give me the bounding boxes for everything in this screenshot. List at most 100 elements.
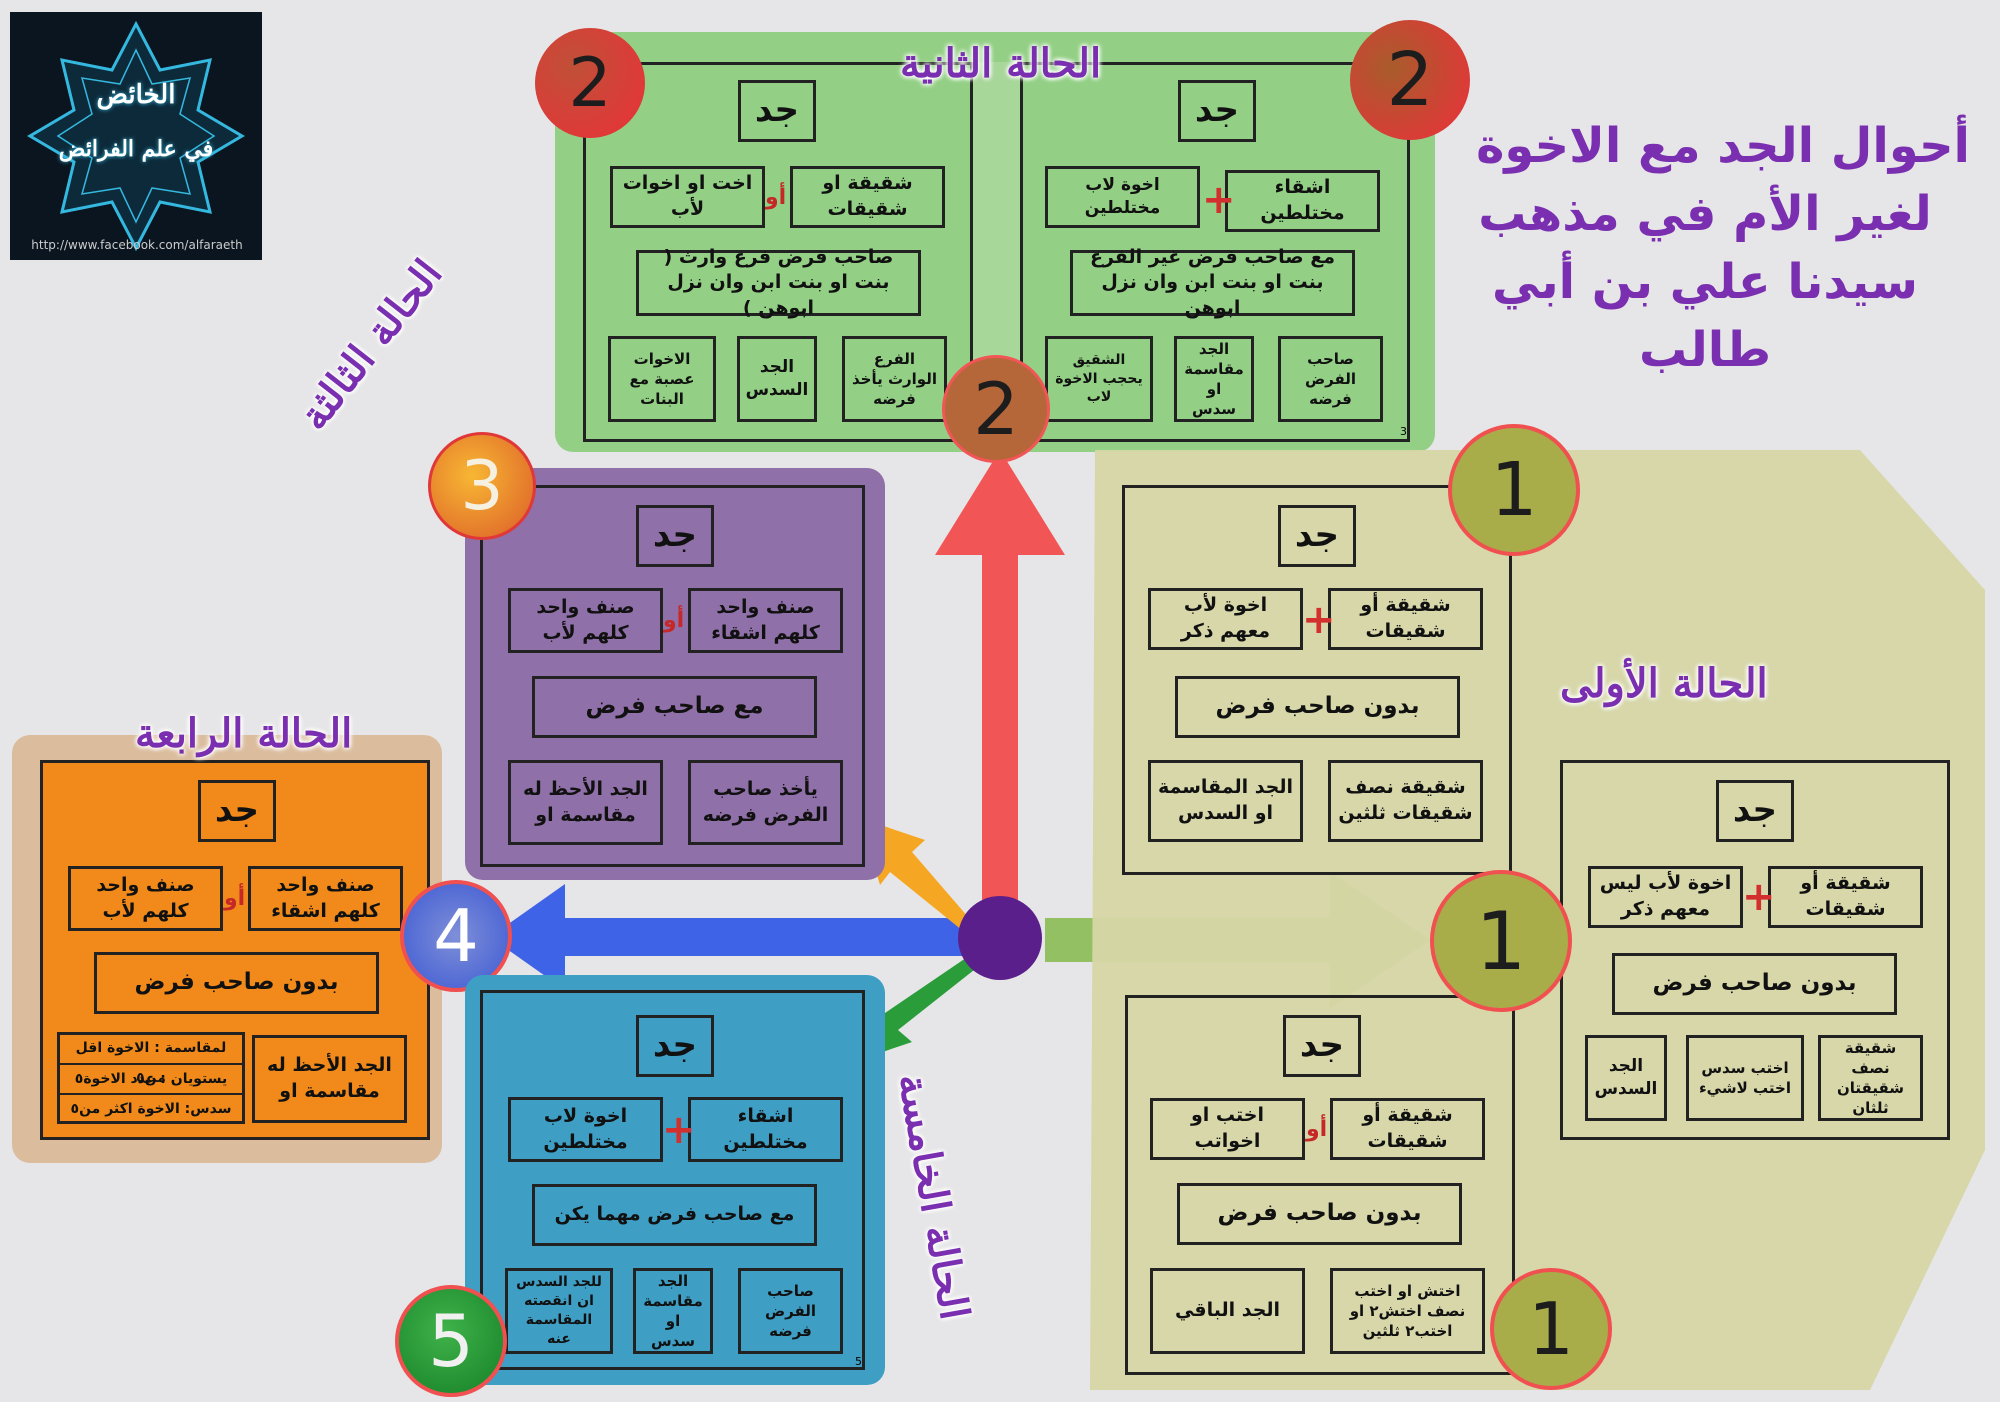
plus-icon: + (1302, 597, 1336, 643)
case1-a-sister-share: شقيقة نصف شقيقات ثلثين (1328, 760, 1483, 842)
case4-no-fard: بدون صاحب فرض (94, 952, 379, 1014)
case5-grandfather: جد (636, 1015, 714, 1077)
case2-left-grandfather-share: الجد السدس (737, 336, 817, 422)
main-title-line3: سيدنا علي بن أبي (1492, 254, 1918, 310)
case4-grandfather-share: الجد الأحظ له مقاسمة او (252, 1035, 407, 1123)
logo: الخائض في علم الفرائض http://www.faceboo… (10, 12, 262, 260)
case4-grandfather: جد (198, 780, 276, 842)
case1-a-grandfather-share: الجد المقاسمة او السدس (1148, 760, 1303, 842)
case1-c-frame (1125, 995, 1515, 1375)
case3-badge: 3 (428, 432, 536, 540)
case2-badge-right: 2 (1350, 20, 1470, 140)
star-emblem-icon (27, 20, 245, 252)
case1-a-grandfather: جد (1278, 505, 1356, 567)
case1-a-paternal-brothers: اخوة لأب معهم ذكر (1148, 588, 1303, 650)
case1-label: الحالة الأولى (1560, 660, 1768, 707)
main-title-line1: أحوال الجد مع الاخوة (1476, 118, 1970, 174)
logo-line1: الخائض (96, 80, 176, 110)
case5-grandfather-sixth: للجد السدس ان انقصته المقاسمة عنه (505, 1268, 613, 1354)
plus-icon: + (662, 1107, 696, 1153)
case5-with-any-fard: مع صاحب فرض مهما يكن (532, 1184, 817, 1246)
case2-left-sisters-asaba: الاخوات عصبة مع البنات (608, 336, 716, 422)
case4-rule2: يستويان : عدد الاخوة٥ (60, 1065, 242, 1095)
case3-frame (480, 485, 865, 867)
case1-c-or: أو (1306, 1117, 1328, 1142)
case1-b-sister-share: شقيقة نصف شقيقتان ثلثان (1818, 1035, 1923, 1121)
arrow-orange-up-left (860, 818, 975, 935)
case1-b-paternal-brothers: اخوة لأب ليس معهم ذكر (1588, 866, 1743, 928)
case1-badge-bottom: 1 (1490, 1268, 1612, 1390)
case3-panel (465, 468, 885, 880)
case5-mixed-paternal: اخوة لاب مختلطين (508, 1097, 663, 1162)
case2-right-mixed-paternal: اخوة لاب مختلطين (1045, 166, 1200, 228)
case4-paternal-type: صنف واحد كلهم لأب (68, 866, 223, 931)
case1-a-frame (1122, 485, 1512, 875)
case2-label: الحالة الثانية (900, 40, 1102, 87)
arrow-blue-left (490, 884, 975, 990)
case4-badge: 4 (400, 880, 512, 992)
logo-url[interactable]: http://www.facebook.com/alfaraeth (31, 238, 243, 252)
case2-right-fard-owner: صاحب الفرض فرضه (1278, 336, 1383, 422)
case4-label: الحالة الرابعة (135, 710, 353, 757)
plus-icon: + (1202, 177, 1236, 223)
case5-grandfather-share: الجد مقاسمة او سدس (633, 1268, 713, 1354)
case2-left-or: أو (765, 185, 787, 210)
case2-left-with-heir: صاحب فرض فرع وارث ( بنت او بنت ابن وان ن… (636, 246, 921, 319)
case3-with-fard: مع صاحب فرض (532, 676, 817, 738)
case1-b-paternal-sister-share: اختب سدس اختب لاشيء (1686, 1035, 1804, 1121)
case2-badge-left: 2 (535, 28, 645, 138)
case2-right-full-brother: الشقيق يحجب الاخوة لاب (1045, 336, 1153, 422)
case1-c-full-sisters: شقيقة أو شقيقات (1330, 1098, 1485, 1160)
case1-c-sister-share: اختش او اختب نصف اختش٢ او اختب٢ ثلثين (1330, 1268, 1485, 1354)
case3-full-type: صنف واحد كلهم اشقاء (688, 588, 843, 653)
case4-rules: لمقاسمة : الاخوة اقل من٥ يستويان : عدد ا… (57, 1032, 245, 1124)
arrow-red-up (935, 450, 1065, 915)
case4-full-type: صنف واحد كلهم اشقاء (248, 866, 403, 931)
case2-right-with-fard: مع صاحب فرض غير الفرع بنت او بنت ابن وان… (1070, 246, 1355, 319)
case1-c-grandfather-share: الجد الباقي (1150, 1268, 1305, 1354)
case5-frame (480, 990, 865, 1370)
case4-or: أو (224, 886, 246, 911)
case3-grandfather-share: الجد الأحظ له مقاسمة او (508, 760, 663, 845)
case1-b-grandfather-share: الجد السدس (1585, 1035, 1667, 1121)
case1-b-no-fard: بدون صاحب فرض (1612, 953, 1897, 1015)
arrow-green-right (1045, 872, 1430, 1008)
case2-left-heir-share: الفرع الوارث يأخذ فرضه (842, 336, 947, 422)
arrow-green-down-left (850, 945, 993, 1063)
case2-right-grandfather-share: الجد مقاسمة او سدس (1174, 336, 1254, 422)
case3-or: أو (663, 608, 685, 633)
case2-left-frame (583, 62, 973, 442)
case1-b-grandfather: جد (1716, 780, 1794, 842)
case5-fard-owner: صاحب الفرض فرضه (738, 1268, 843, 1354)
case1-badge-middle: 1 (1430, 870, 1572, 1012)
center-dot (958, 896, 1042, 980)
main-title-line4: طالب (1638, 322, 1772, 378)
case1-c-grandfather: جد (1283, 1015, 1361, 1077)
plus-icon: + (1742, 874, 1776, 920)
case1-a-no-fard: بدون صاحب فرض (1175, 676, 1460, 738)
case5-mixed-full: اشقاء مختلطين (688, 1097, 843, 1162)
logo-line2: في علم الفرائض (58, 136, 214, 162)
case4-rule1: لمقاسمة : الاخوة اقل من٥ (60, 1033, 242, 1086)
case2-right-corner-number: 3 (1400, 425, 1407, 438)
case2-right-mixed-full: اشقاء مختلطين (1225, 170, 1380, 232)
case2-badge-bottom: 2 (942, 355, 1050, 463)
case1-c-paternal-sisters: اختب او اخواتب (1150, 1098, 1305, 1160)
case3-grandfather: جد (636, 505, 714, 567)
case1-a-full-sisters: شقيقة أو شقيقات (1328, 588, 1483, 650)
case1-c-no-fard: بدون صاحب فرض (1177, 1183, 1462, 1245)
case5-badge: 5 (395, 1285, 507, 1397)
case1-badge-top: 1 (1448, 424, 1580, 556)
case2-right-grandfather: جد (1178, 80, 1256, 142)
main-title: أحوال الجد مع الاخوة لغير الأم في مذهب س… (1440, 112, 1970, 384)
case2-left-paternal-sisters: اخت او اخوات لأب (610, 166, 765, 228)
case4-rule3: سدس: الاخوة اكثر من٥ (70, 1101, 232, 1117)
case5-panel (465, 975, 885, 1385)
case1-b-full-sisters: شقيقة أو شقيقات (1768, 866, 1923, 928)
case3-fard-share: يأخذ صاحب الفرض فرضه (688, 760, 843, 845)
case2-right-frame (1020, 62, 1410, 442)
case5-corner-number: 5 (855, 1355, 862, 1368)
case2-left-grandfather: جد (738, 80, 816, 142)
case3-paternal-type: صنف واحد كلهم لأب (508, 588, 663, 653)
case2-left-full-sisters: شقيقة او شقيقات (790, 166, 945, 228)
